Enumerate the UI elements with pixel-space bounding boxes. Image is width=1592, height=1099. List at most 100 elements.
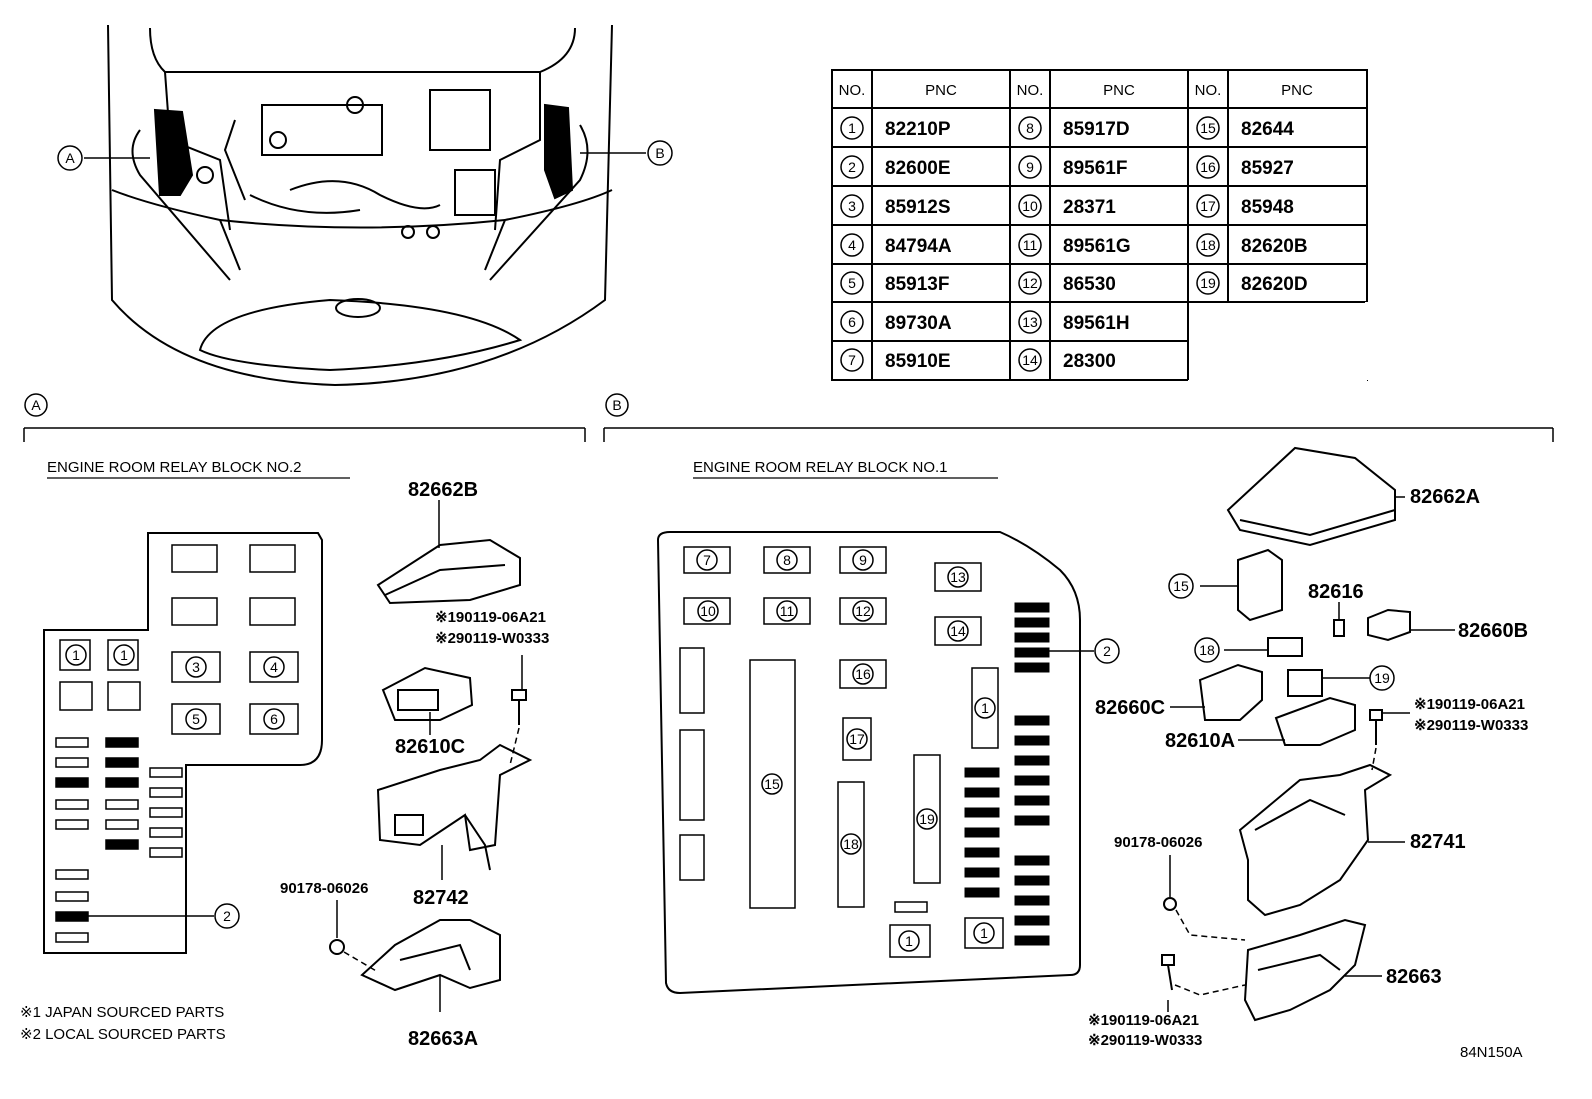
- table-pnc-cell: 82210P: [885, 119, 951, 140]
- slot-b-circle: [776, 600, 798, 622]
- table-no-cell: 5: [848, 275, 856, 291]
- part-82662b: 82662B: [408, 479, 478, 501]
- marker-a-vehicle: [57, 145, 83, 171]
- table-pnc-cell: 89561G: [1063, 236, 1131, 257]
- marker-b-vehicle: [647, 140, 673, 166]
- callout-b-fuse-19: 19: [1374, 670, 1390, 686]
- slot-b-circle: [846, 728, 868, 750]
- slot-b-label: 1: [980, 925, 988, 941]
- table-pnc-cell: 85910E: [885, 351, 951, 372]
- slot-b-label: 14: [950, 623, 966, 639]
- table-no-circle: [840, 233, 864, 257]
- callout-a-fuse-circle: [214, 903, 240, 929]
- table-pnc-cell: 82620B: [1241, 236, 1308, 257]
- slot-b-circle: [761, 773, 783, 795]
- table-no-cell: 12: [1022, 275, 1038, 291]
- table-pnc-cell: 85917D: [1063, 119, 1130, 140]
- table-no-cell: 4: [848, 237, 856, 253]
- slot-b-label: 16: [855, 666, 871, 682]
- slot-a-label: 4: [270, 659, 278, 675]
- table-header-no-3: NO.: [1195, 82, 1222, 99]
- table-no-circle: [1196, 233, 1220, 257]
- part-82662a: 82662A: [1410, 486, 1480, 508]
- slot-b-label: 13: [950, 569, 966, 585]
- table-no-cell: 16: [1200, 159, 1216, 175]
- slot-a-circle: [185, 656, 207, 678]
- table-pnc-cell: 85927: [1241, 158, 1294, 179]
- nut-section-b: [1163, 855, 1246, 941]
- slot-a-label: 3: [192, 659, 200, 675]
- table-pnc-cell: 82644: [1241, 119, 1294, 140]
- callout-b-fuse-18-circle: [1194, 637, 1220, 663]
- slot-b-circle: [776, 549, 798, 571]
- part-82660b: 82660B: [1458, 620, 1528, 642]
- relay-block-a-location: [153, 108, 194, 196]
- relay-block-1-outline: [656, 531, 1081, 995]
- figure-code: 84N150A: [1460, 1044, 1523, 1061]
- bolt-section-b-lower: [1161, 954, 1246, 1012]
- table-no-circle: [840, 155, 864, 179]
- bolt-section-b-upper: [1369, 709, 1410, 771]
- table-pnc-cell: 85913F: [885, 274, 949, 295]
- table-no-cell: 9: [1026, 159, 1034, 175]
- table-no-circle: [840, 310, 864, 334]
- bolt-section-a: [509, 655, 527, 766]
- slot-b-circle: [947, 620, 969, 642]
- callout-b-fuse-circle: [1094, 638, 1120, 664]
- note-japan-sourced: ※1 JAPAN SOURCED PARTS: [20, 1004, 224, 1021]
- table-no-cell: 17: [1200, 198, 1216, 214]
- table-header-pnc-1: PNC: [925, 82, 957, 99]
- clip-82610a-drawing: [1238, 696, 1356, 746]
- slot-b-label: 7: [703, 552, 711, 568]
- table-pnc-cell: 82620D: [1241, 274, 1308, 295]
- slot-a-label: 1: [120, 647, 128, 663]
- connector-82660c-drawing: [1170, 663, 1263, 721]
- part-bolt-b-2: ※290119-W0333: [1414, 717, 1528, 734]
- table-pnc-cell: 28371: [1063, 197, 1116, 218]
- slot-a-circle: [263, 708, 285, 730]
- table-no-cell: 15: [1200, 120, 1216, 136]
- table-pnc-cell: 85948: [1241, 197, 1294, 218]
- part-bolt-a-2: ※290119-W0333: [435, 630, 549, 647]
- table-no-circle: [1196, 194, 1220, 218]
- table-no-cell: 10: [1022, 198, 1038, 214]
- part-bolt-b-3: ※190119-06A21: [1088, 1012, 1199, 1029]
- part-nut-b: 90178-06026: [1114, 834, 1202, 851]
- table-header-pnc-3: PNC: [1281, 82, 1313, 99]
- slot-b-circle: [852, 600, 874, 622]
- slot-a-label: 5: [192, 711, 200, 727]
- connector-82660b-drawing: [1367, 608, 1455, 642]
- slot-b-label: 1: [981, 700, 989, 716]
- part-82663a: 82663A: [408, 1028, 478, 1050]
- slot-a-circle: [263, 656, 285, 678]
- marker-a-vehicle-label: A: [65, 150, 75, 166]
- slot-a-label: 6: [270, 711, 278, 727]
- callout-b-fuse: 2: [1103, 643, 1111, 659]
- table-no-circle: [840, 271, 864, 295]
- table-no-circle: [1018, 233, 1042, 257]
- slot-a-circle: [113, 644, 135, 666]
- part-82610c: 82610C: [395, 736, 465, 758]
- slot-b-circle: [840, 833, 862, 855]
- slot-a-circle: [185, 708, 207, 730]
- slot-b-label: 18: [843, 836, 859, 852]
- lower-case-82663a-drawing: [360, 919, 501, 1012]
- pnc-table-grid: [831, 69, 1369, 382]
- cover-82662a-drawing: [1226, 446, 1405, 547]
- table-no-cell: 14: [1022, 352, 1038, 368]
- part-82663: 82663: [1386, 966, 1442, 988]
- fuse-82620b-drawing: [1224, 637, 1303, 657]
- fuse-82620d-drawing: [1287, 669, 1370, 697]
- table-no-circle: [1196, 271, 1220, 295]
- table-no-cell: 1: [848, 120, 856, 136]
- table-no-circle: [1196, 155, 1220, 179]
- table-pnc-cell: 28300: [1063, 351, 1116, 372]
- relay-block-b-location: [544, 103, 574, 200]
- slot-b-circle: [852, 549, 874, 571]
- slot-a-circle: [65, 644, 87, 666]
- relay-block-2-slots: [55, 544, 299, 943]
- part-82660c: 82660C: [1095, 697, 1165, 719]
- table-no-circle: [1018, 194, 1042, 218]
- part-82610a: 82610A: [1165, 730, 1235, 752]
